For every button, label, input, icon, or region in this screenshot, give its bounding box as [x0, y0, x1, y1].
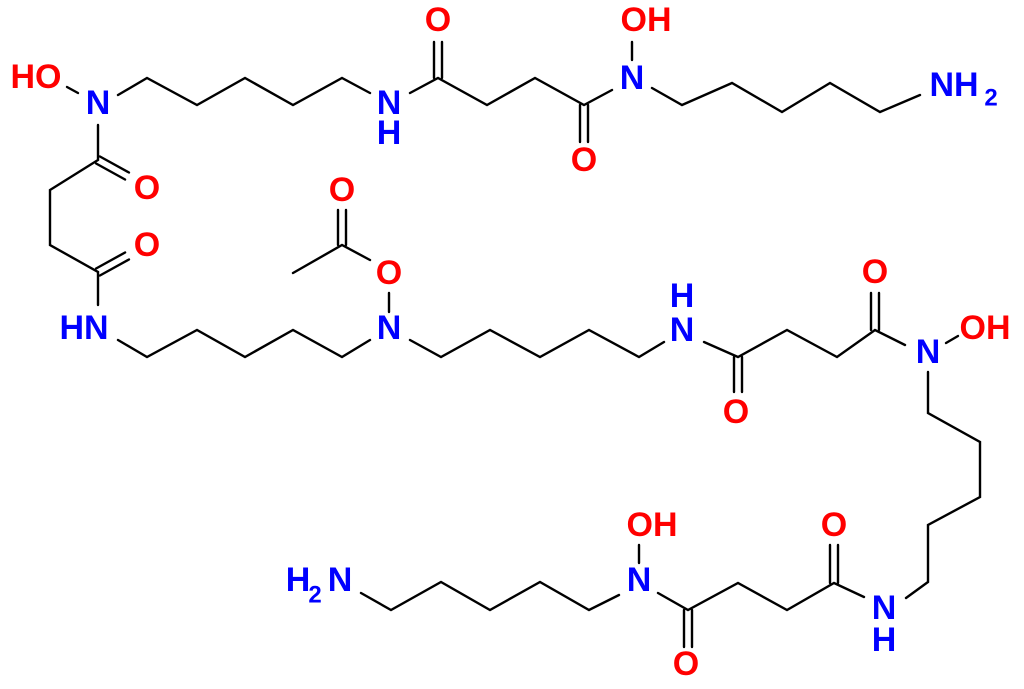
- single-bond: [48, 123, 100, 307]
- single-bond: [408, 328, 666, 359]
- amide-hydrogen-label: H: [872, 621, 897, 659]
- single-bond: [904, 370, 982, 600]
- carbonyl-oxygen-label: O: [425, 1, 451, 39]
- single-bond: [944, 334, 960, 345]
- hydroxyl-label: HO: [11, 58, 62, 96]
- carbonyl-oxygen-label: O: [673, 645, 699, 683]
- single-bond: [650, 81, 922, 114]
- double-bond: [98, 155, 131, 174]
- acetyl-oxygen-label: O: [329, 171, 355, 209]
- amine-nitrogen-label: N: [328, 561, 353, 599]
- ester-oxygen-label: O: [376, 254, 402, 292]
- single-bond: [408, 76, 614, 107]
- single-bond: [116, 328, 372, 359]
- amide-nh-label: HN: [59, 309, 108, 347]
- single-bond: [291, 243, 372, 275]
- single-bond: [116, 76, 372, 107]
- amine-subscript: 2: [308, 582, 321, 609]
- single-bond: [702, 328, 907, 359]
- carbonyl-oxygen-label: O: [134, 226, 160, 264]
- amide-nitrogen-label: N: [377, 84, 402, 122]
- amide-nitrogen-label: N: [872, 589, 897, 627]
- single-bond: [656, 581, 866, 612]
- single-bond: [65, 85, 80, 95]
- carbonyl-oxygen-label: O: [821, 506, 847, 544]
- carbonyl-oxygen-label: O: [723, 393, 749, 431]
- nitrogen-label: N: [86, 84, 111, 122]
- amide-hydrogen-label: H: [377, 114, 402, 152]
- double-bond: [98, 258, 131, 277]
- nitrogen-label: N: [377, 309, 402, 347]
- atom-labels: HO N N H O O N OH NH 2 O O HN N O O N H …: [11, 1, 1011, 683]
- nitrogen-label: N: [916, 333, 941, 371]
- carbonyl-oxygen-label: O: [862, 253, 888, 291]
- bonds: [48, 40, 982, 649]
- nitrogen-label: N: [620, 59, 645, 97]
- hydroxyl-label: OH: [627, 506, 678, 544]
- hydroxyl-label: OH: [621, 1, 672, 39]
- carbonyl-oxygen-label: O: [134, 169, 160, 207]
- amine-hydrogen-label: H: [286, 561, 311, 599]
- double-bond: [94, 251, 127, 270]
- amide-hydrogen-label: H: [670, 277, 695, 315]
- hydroxyl-label: OH: [960, 309, 1011, 347]
- carbonyl-oxygen-label: O: [571, 141, 597, 179]
- double-bond: [94, 162, 127, 181]
- nitrogen-label: N: [627, 561, 652, 599]
- amine-subscript: 2: [984, 85, 997, 112]
- amide-nitrogen-label: N: [670, 311, 695, 349]
- single-bond: [359, 580, 621, 612]
- amine-label: NH: [929, 66, 978, 104]
